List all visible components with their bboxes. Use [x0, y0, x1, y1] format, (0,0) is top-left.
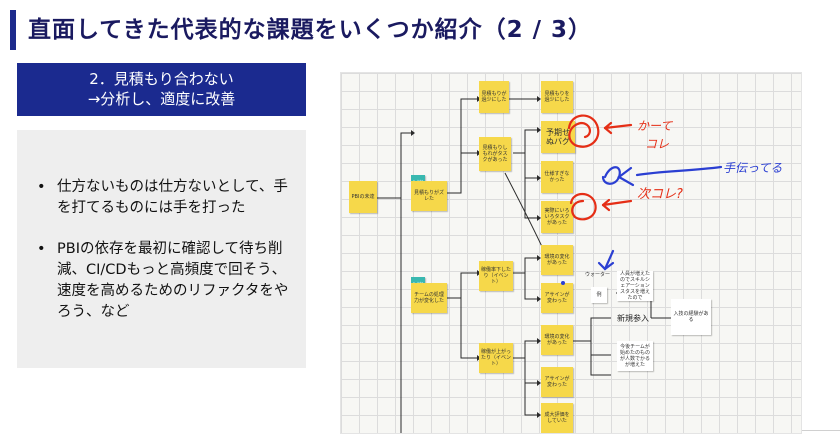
handwritten-note: 次コレ? [637, 187, 683, 202]
sticky-note: 成大評価をしていた [541, 403, 573, 433]
bullet-item: • PBIの依存を最初に確認して待ち削減、CI/CDもっと高頻度で回そう、速度を… [37, 239, 299, 323]
section-heading-line2: →分析し、適度に改善 [87, 90, 236, 108]
sticky-note: 稼働が上がったり（イベント） [479, 343, 513, 373]
handwritten-note: かーて [637, 119, 673, 133]
sticky-note: 新規参入 [617, 314, 649, 323]
sticky-note: 人員が増えたのでスキルシェアーションスタスを増えたので [617, 271, 653, 301]
handwritten-note: コレ [645, 137, 670, 151]
sticky-note: 見積もりが過少にした [479, 81, 509, 113]
whiteboard: PBIの未達 ｷｯｸｵﾌ 見積もりがズレた ｷｯｸｵﾌ チームの処理力が変化した… [340, 72, 802, 434]
bullet-marker: • [37, 241, 46, 257]
bullet-item: • 仕方ないものは仕方ないとして、手を打てるものには手を打った [37, 177, 299, 219]
sticky-note: 環境の変化があった [541, 325, 573, 355]
sticky-note: 見積もりしもれがタスクがあった [479, 137, 511, 171]
sticky-note: 環境の変化があった [541, 245, 573, 275]
sticky-note: 例 [591, 287, 607, 303]
sticky-note: チームの処理力が変化した [411, 283, 447, 313]
title-accent-bar [10, 10, 16, 50]
sticky-note: 見積もりを過少にした [541, 81, 573, 113]
bullet-marker: • [37, 179, 46, 195]
handwritten-annotations [561, 114, 723, 285]
sticky-note: 仕様すぎなかった [541, 161, 573, 193]
bullet-list: • 仕方ないものは仕方ないとして、手を打てるものには手を打った • PBIの依存… [37, 177, 299, 343]
connector-lines [375, 96, 671, 433]
sticky-note: 稼働率下したり（イベント） [479, 261, 513, 291]
slide-title: 直面してきた代表的な課題をいくつか紹介（2 / 3） [28, 17, 593, 43]
section-heading: 2．見積もり合わない →分析し、適度に改善 [17, 63, 306, 116]
sticky-note: ウォーター [585, 272, 611, 278]
section-heading-line1: 2．見積もり合わない [89, 70, 234, 88]
sticky-note: PBIの未達 [349, 181, 377, 213]
sticky-note: 実際にいろいろタスクがあった [541, 201, 573, 233]
sticky-note: 今後チームが始めたのものが人数でかるが増えた [617, 341, 653, 371]
bullet-panel: • 仕方ないものは仕方ないとして、手を打てるものには手を打った • PBIの依存… [17, 130, 306, 368]
handwritten-note: 手伝ってる [723, 161, 783, 175]
bullet-text: PBIの依存を最初に確認して待ち削減、CI/CDもっと高頻度で回そう、速度を高め… [57, 241, 289, 320]
sticky-note: 見積もりがズレた [411, 181, 447, 211]
sticky-note: アサインが変わった [541, 283, 573, 313]
sticky-note: 入技の経験がある [671, 299, 711, 335]
sticky-note: アサインが変わった [541, 367, 573, 397]
bullet-text: 仕方ないものは仕方ないとして、手を打てるものには手を打った [57, 179, 288, 216]
